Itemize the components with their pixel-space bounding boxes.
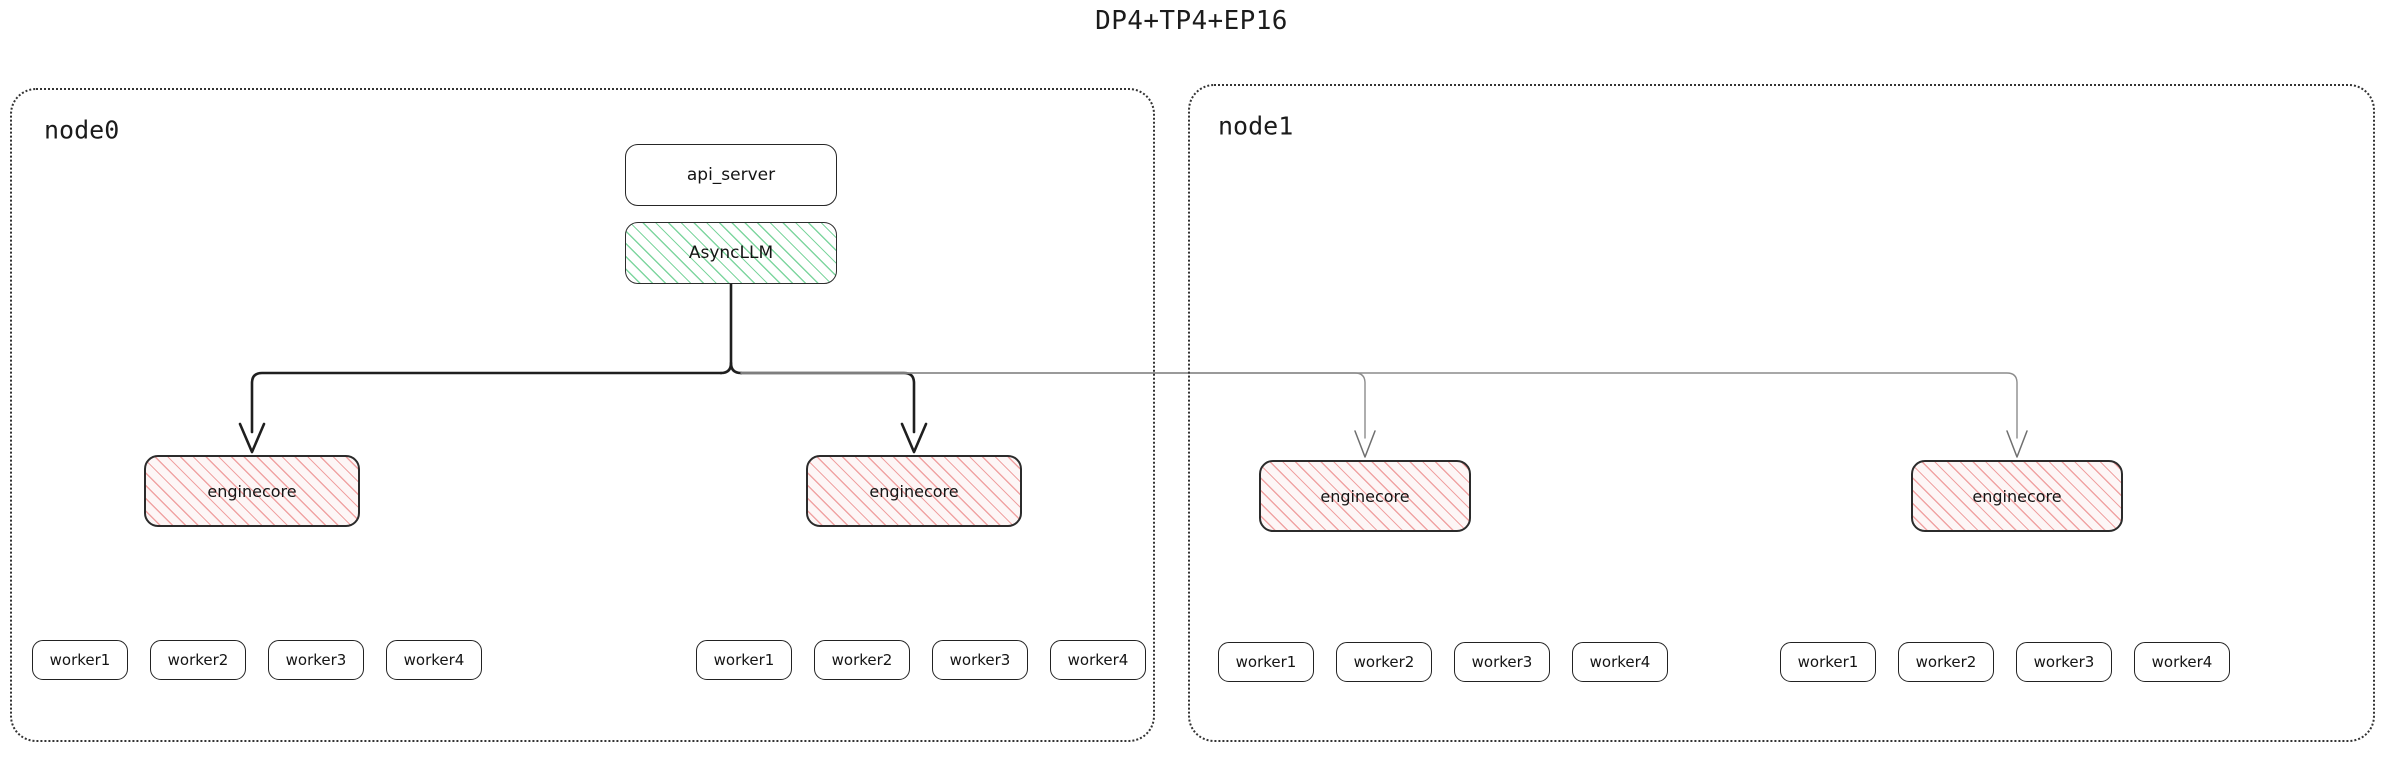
- subgraph-node0[interactable]: [10, 88, 1155, 742]
- node-worker[interactable]: worker3: [2016, 642, 2112, 682]
- node-enginecore[interactable]: enginecore: [144, 455, 360, 527]
- node-worker[interactable]: worker2: [150, 640, 246, 680]
- node-worker[interactable]: worker2: [814, 640, 910, 680]
- node-api-server[interactable]: api_server: [625, 144, 837, 206]
- node-enginecore[interactable]: enginecore: [806, 455, 1022, 527]
- node-worker[interactable]: worker1: [1780, 642, 1876, 682]
- node-worker[interactable]: worker3: [268, 640, 364, 680]
- node-worker[interactable]: worker2: [1336, 642, 1432, 682]
- node-worker[interactable]: worker1: [1218, 642, 1314, 682]
- subgraph-node0-label: node0: [44, 115, 120, 145]
- node-worker[interactable]: worker4: [1050, 640, 1146, 680]
- node-enginecore[interactable]: enginecore: [1259, 460, 1471, 532]
- subgraph-node1-label: node1: [1218, 111, 1294, 141]
- node-worker[interactable]: worker4: [1572, 642, 1668, 682]
- page-title: DP4+TP4+EP16: [1095, 6, 1288, 36]
- node-worker[interactable]: worker4: [386, 640, 482, 680]
- node-worker[interactable]: worker1: [696, 640, 792, 680]
- subgraph-node1[interactable]: [1188, 84, 2375, 742]
- node-worker[interactable]: worker3: [1454, 642, 1550, 682]
- node-worker[interactable]: worker2: [1898, 642, 1994, 682]
- node-enginecore[interactable]: enginecore: [1911, 460, 2123, 532]
- node-worker[interactable]: worker3: [932, 640, 1028, 680]
- node-worker[interactable]: worker4: [2134, 642, 2230, 682]
- node-async-llm[interactable]: AsyncLLM: [625, 222, 837, 284]
- node-worker[interactable]: worker1: [32, 640, 128, 680]
